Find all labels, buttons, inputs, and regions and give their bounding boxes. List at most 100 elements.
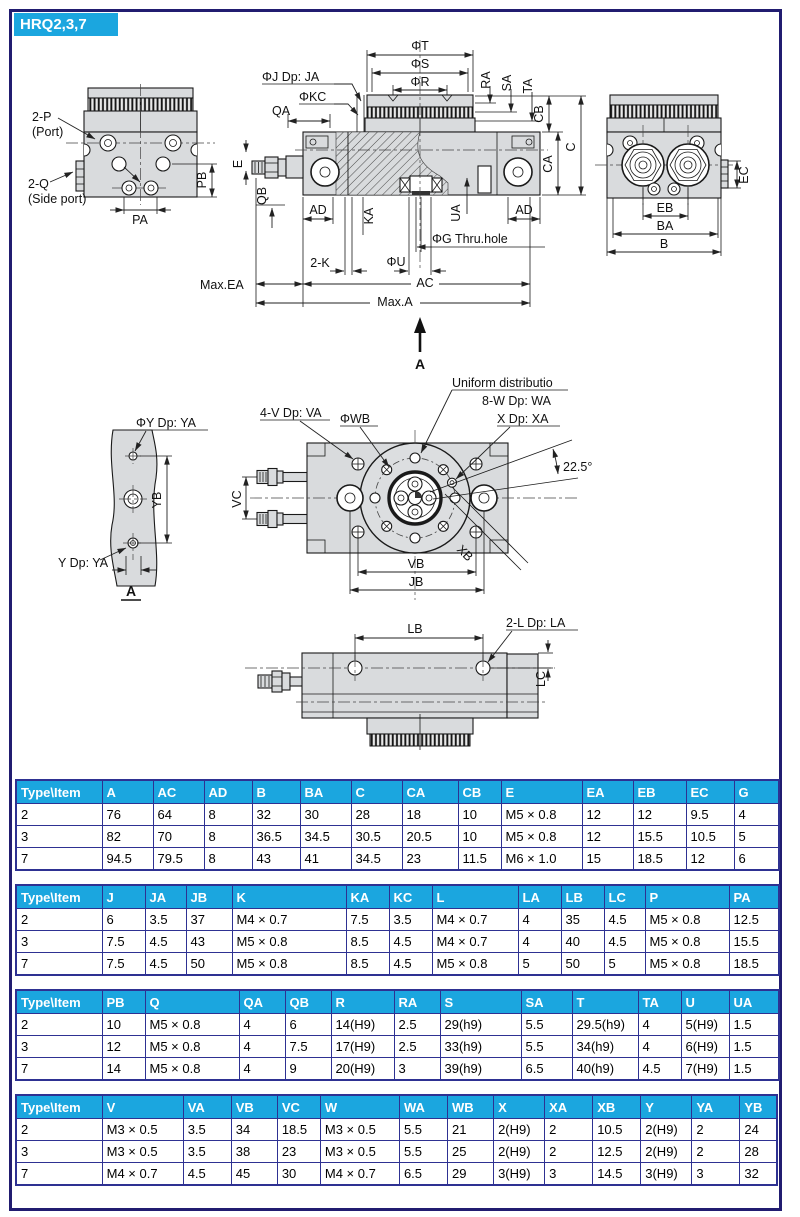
column-header: K <box>231 884 347 909</box>
table-cell: 18.5 <box>728 952 780 976</box>
label-angle: 22.5° <box>563 460 592 474</box>
label-ad-left: AD <box>309 203 326 217</box>
table-cell: 5.5 <box>520 1013 573 1036</box>
table-cell: 3 <box>15 930 103 953</box>
table-cell: 2 <box>544 1140 594 1163</box>
table-cell: 2.5 <box>393 1013 441 1036</box>
table-cell: 2(H9) <box>640 1140 693 1163</box>
table-cell: 2.5 <box>393 1035 441 1058</box>
column-header: X <box>493 1094 546 1119</box>
table-cell: 18.5 <box>276 1118 321 1141</box>
table-cell: 3(H9) <box>493 1162 546 1186</box>
table-cell: M5 × 0.8 <box>231 930 347 953</box>
column-header: Q <box>144 989 240 1014</box>
column-header: Type\Item <box>15 1094 103 1119</box>
column-header: TA <box>637 989 682 1014</box>
table-cell: 2(H9) <box>493 1118 546 1141</box>
table-cell: 10 <box>101 1013 146 1036</box>
label-pb: PB <box>195 172 209 189</box>
label-pa: PA <box>132 213 148 227</box>
table-cell: 14 <box>101 1057 146 1081</box>
table-cell: 11.5 <box>457 847 502 871</box>
table-cell: 8 <box>203 825 253 848</box>
table-cell: M5 × 0.8 <box>644 908 730 931</box>
label-phi-u: ΦU <box>386 255 405 269</box>
table-cell: 7 <box>15 952 103 976</box>
column-header: L <box>431 884 519 909</box>
table-cell: 1.5 <box>728 1035 780 1058</box>
label-max-ea: Max.EA <box>200 278 244 292</box>
table-cell: 14.5 <box>592 1162 642 1186</box>
column-header: W <box>319 1094 400 1119</box>
table-cell: 25 <box>447 1140 495 1163</box>
table-cell: 28 <box>739 1140 778 1163</box>
column-header: QA <box>238 989 286 1014</box>
label-2l: 2-L Dp: LA <box>506 616 566 630</box>
section-a-view-drawing: ΦY Dp: YA YB Y Dp: YA A <box>58 416 208 601</box>
table-cell: 2 <box>15 908 103 931</box>
label-yb: YB <box>150 492 164 509</box>
table-cell: 12.5 <box>728 908 780 931</box>
column-header: YB <box>739 1094 778 1119</box>
rotary-top-view-drawing: 22.5° XB VC VB JB 4-V Dp: VA ΦWB Uniform… <box>230 376 592 600</box>
table-cell: 6.5 <box>520 1057 573 1081</box>
table-cell: 4 <box>238 1035 286 1058</box>
table-cell: 34 <box>230 1118 278 1141</box>
table-cell: 5(H9) <box>680 1013 730 1036</box>
table-cell: 8.5 <box>345 952 390 976</box>
table-cell: 5 <box>733 825 780 848</box>
table-cell: 7(H9) <box>680 1057 730 1081</box>
column-header: U <box>680 989 730 1014</box>
table-cell: 34(h9) <box>571 1035 639 1058</box>
table-cell: 4.5 <box>388 930 433 953</box>
table-cell: 35 <box>560 908 605 931</box>
table-cell: 6 <box>101 908 146 931</box>
column-header: XA <box>544 1094 594 1119</box>
column-header: LB <box>560 884 605 909</box>
table-cell: 36.5 <box>251 825 301 848</box>
label-phi-t: ΦT <box>411 39 429 53</box>
label-qb: QB <box>255 187 269 205</box>
label-ba: BA <box>657 219 674 233</box>
table-cell: 2 <box>691 1118 741 1141</box>
table-cell: 50 <box>185 952 233 976</box>
column-header: BA <box>299 779 352 804</box>
column-header: LA <box>517 884 562 909</box>
table-cell: 3 <box>691 1162 741 1186</box>
table-cell: 50 <box>560 952 605 976</box>
column-header: JA <box>144 884 187 909</box>
bottom-side-view-drawing: LB 2-L Dp: LA LC <box>245 616 578 750</box>
label-e: E <box>231 160 245 168</box>
label-eb: EB <box>657 201 674 215</box>
end-view-right-drawing: EC EB BA B <box>595 94 751 256</box>
label-4v: 4-V Dp: VA <box>260 406 322 420</box>
table-cell: 34.5 <box>350 847 403 871</box>
table-cell: 2 <box>15 1013 103 1036</box>
table-cell: 5.5 <box>398 1118 449 1141</box>
label-port: (Port) <box>32 125 63 139</box>
table-cell: 12.5 <box>592 1140 642 1163</box>
column-header: UA <box>728 989 780 1014</box>
column-header: A <box>101 779 154 804</box>
table-cell: M4 × 0.7 <box>231 908 347 931</box>
column-header: VB <box>230 1094 278 1119</box>
column-header: EC <box>685 779 735 804</box>
table-cell: 8 <box>203 803 253 826</box>
table-cell: 30 <box>299 803 352 826</box>
label-max-a: Max.A <box>377 295 413 309</box>
table-cell: 23 <box>276 1140 321 1163</box>
column-header: QB <box>284 989 332 1014</box>
table-cell: 15.5 <box>632 825 687 848</box>
table-cell: 17(H9) <box>330 1035 395 1058</box>
column-header: Type\Item <box>15 884 103 909</box>
column-header: VA <box>182 1094 232 1119</box>
table-cell: 4.5 <box>144 930 187 953</box>
label-vb: VB <box>408 557 425 571</box>
